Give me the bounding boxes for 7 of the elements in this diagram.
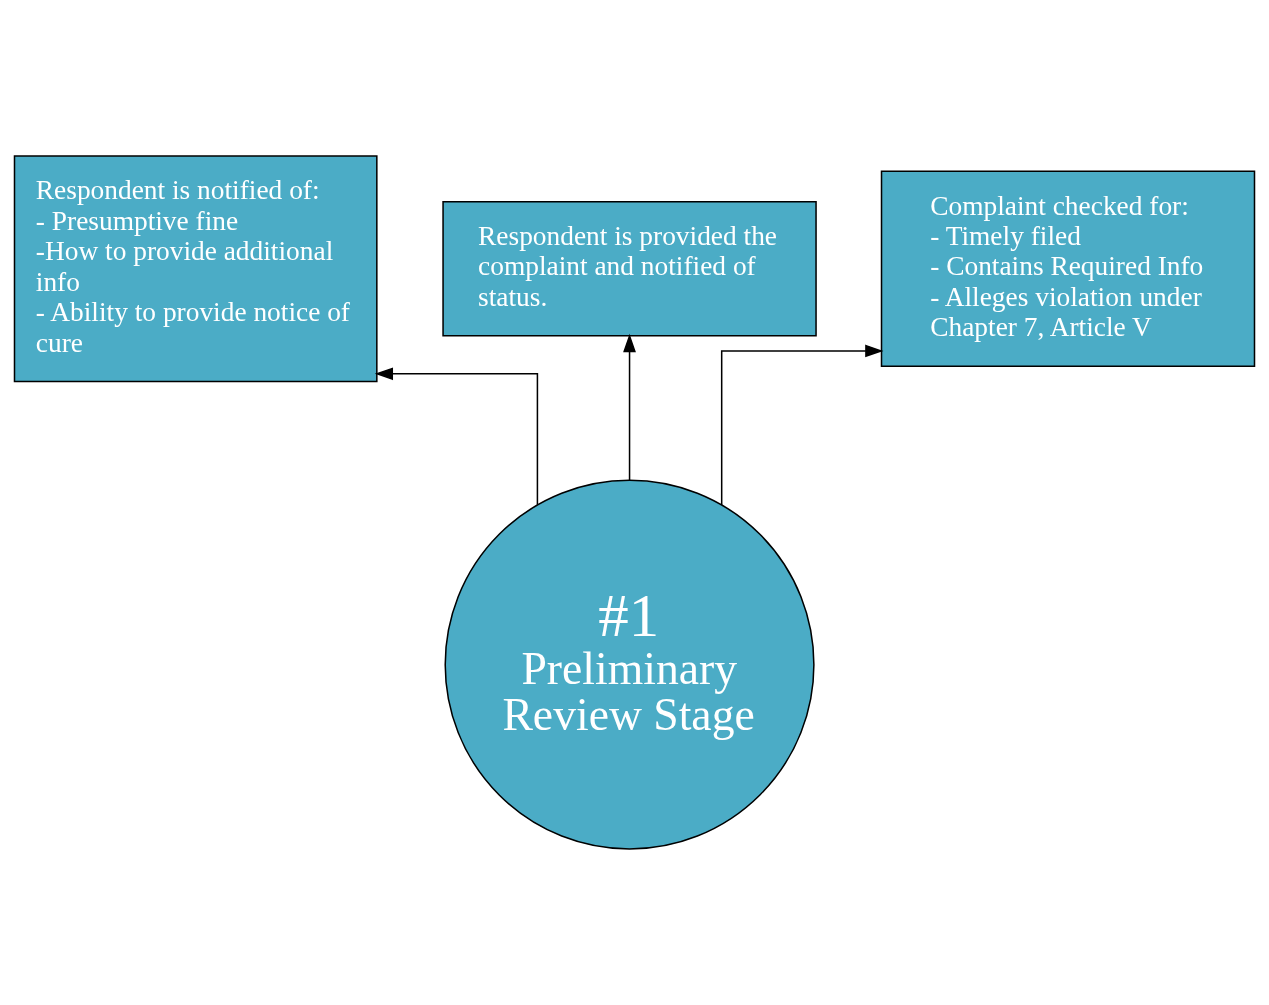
arrow — [720, 344, 884, 506]
node-box: Complaint checked for: - Timely filed - Contains Required Info - Alleges violation under Chapter 7, Article V — [880, 170, 1256, 367]
arrow — [623, 333, 636, 481]
node-circle: #1 Preliminary Review Stage — [444, 479, 815, 850]
node-box: Respondent is provided the complaint and notified of status. — [442, 201, 817, 337]
arrow — [374, 367, 539, 506]
node-box: Respondent is notified of: - Presumptive fine -How to provide additional info - Ability to provide notice of cure — [13, 155, 378, 383]
